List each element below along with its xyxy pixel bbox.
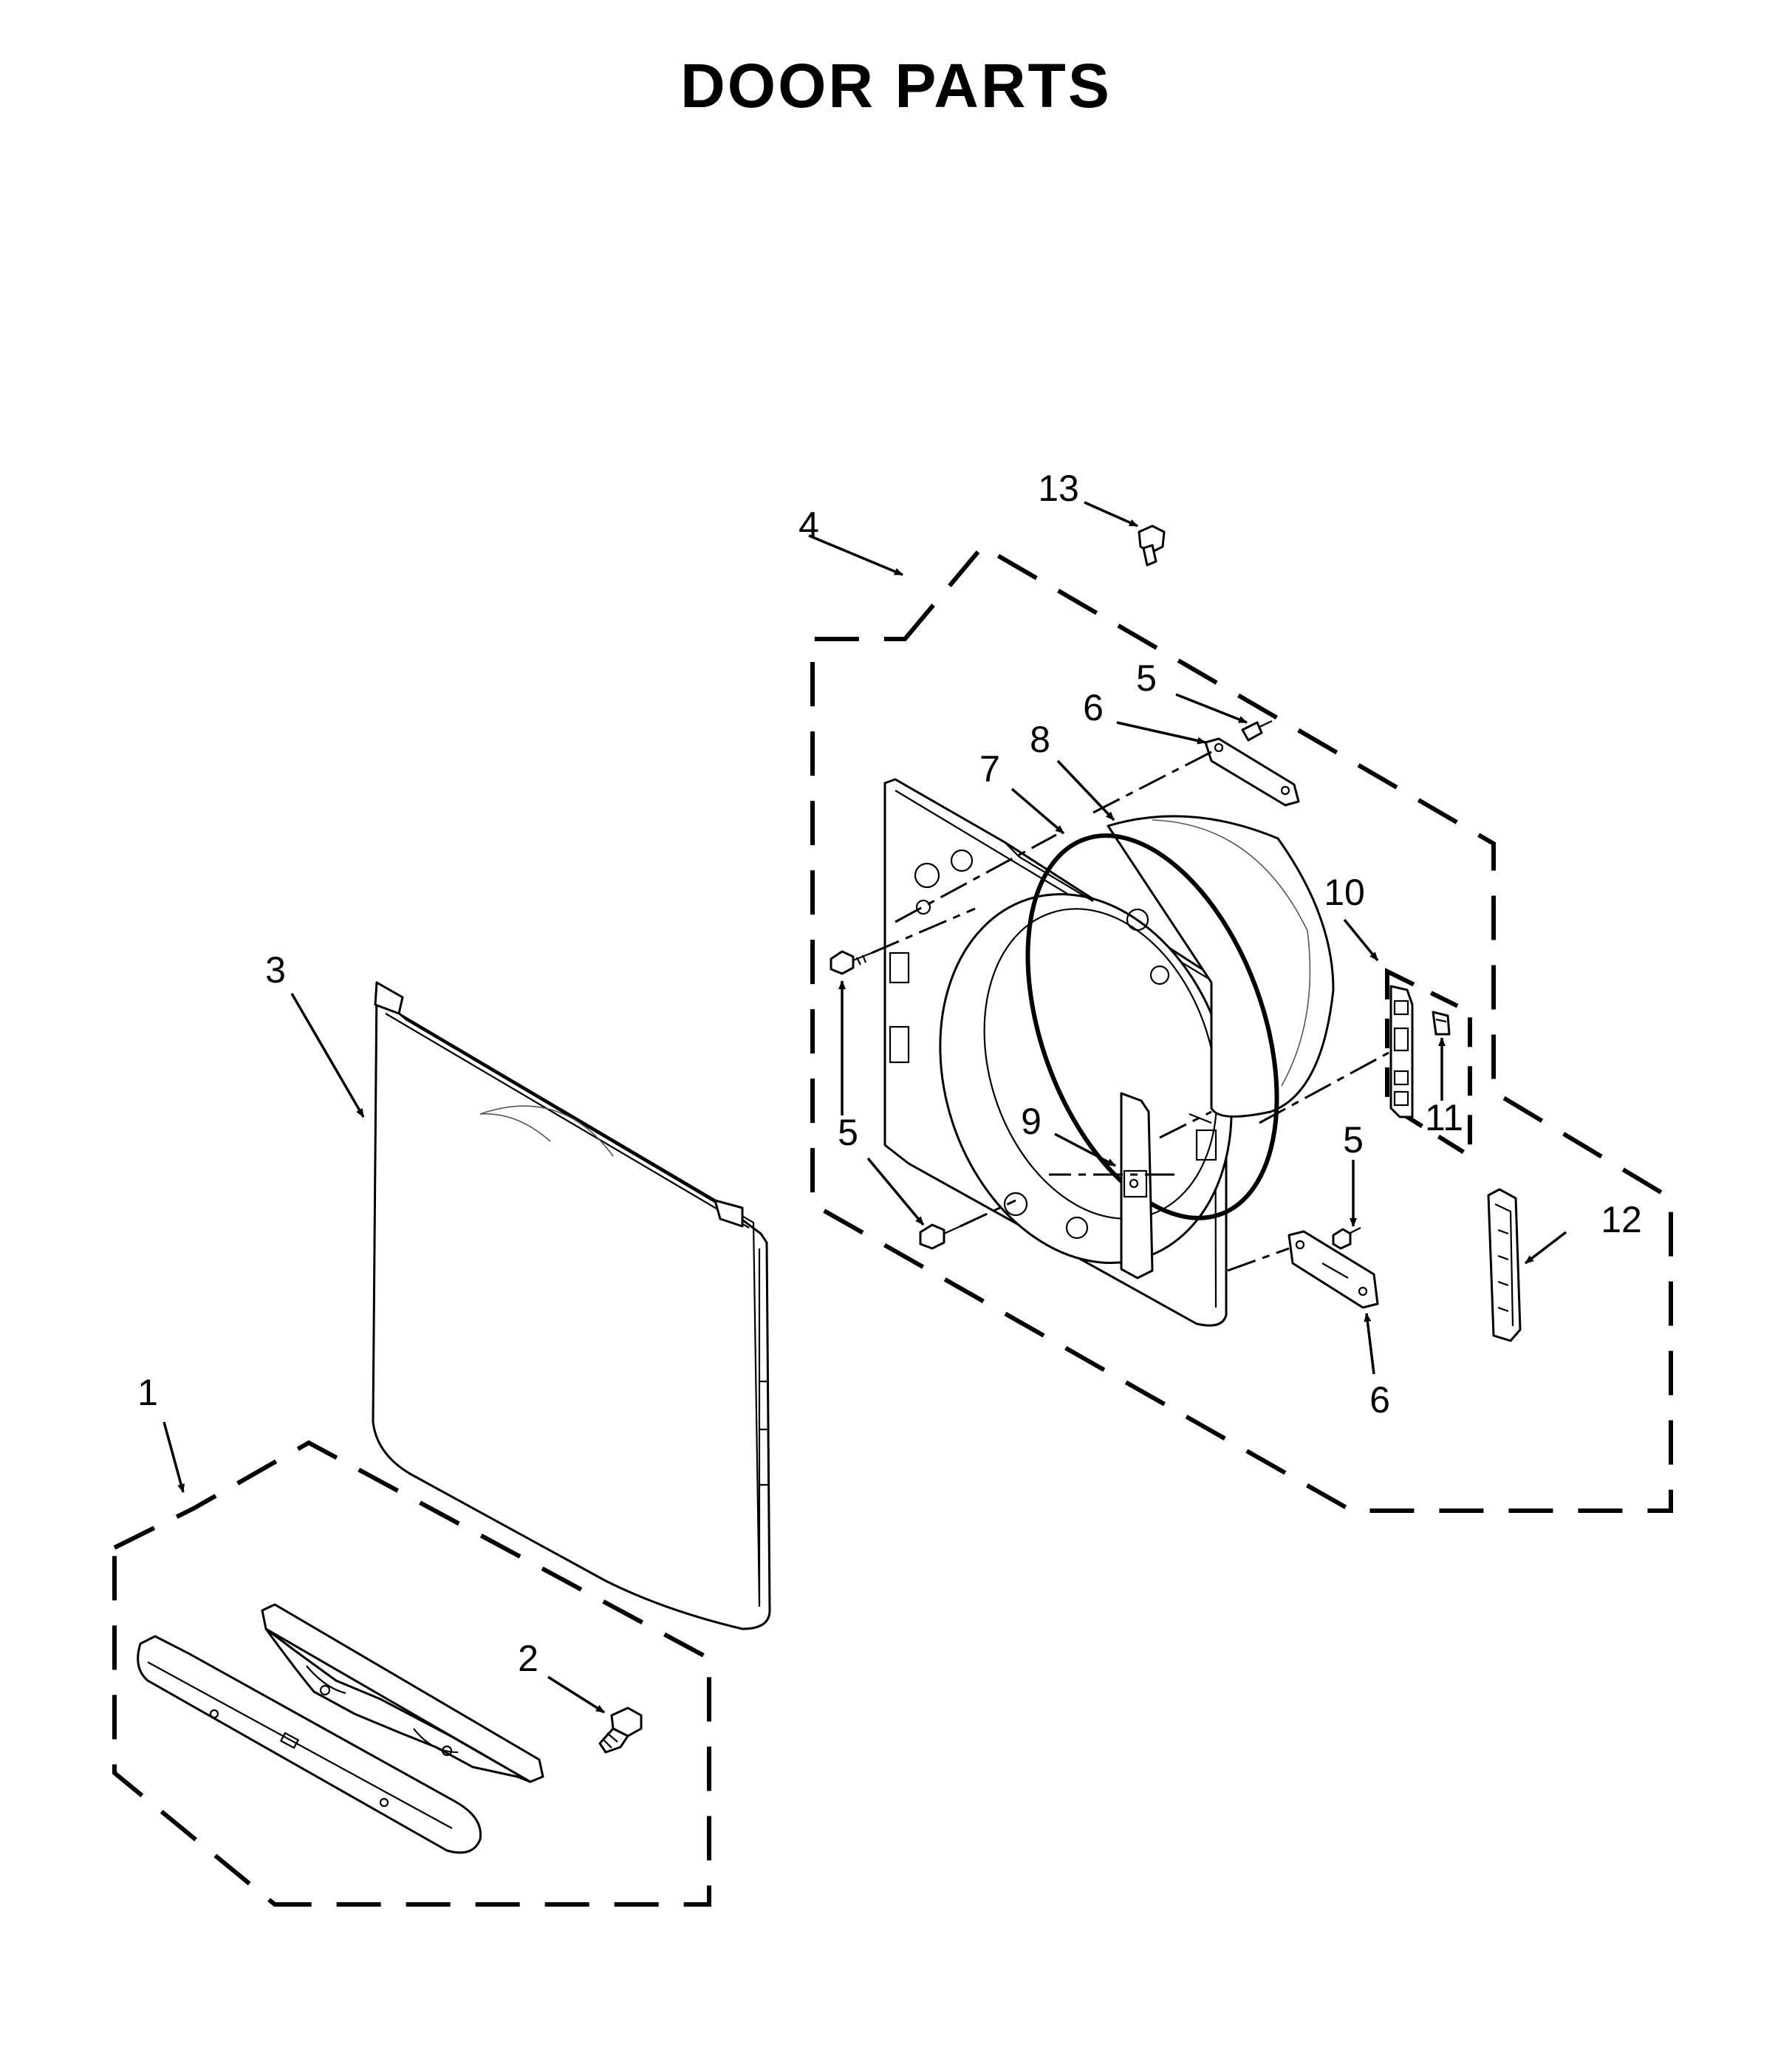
assembly-line-lower-hinge xyxy=(1227,1247,1290,1272)
upper-hinge-part xyxy=(1204,737,1300,807)
screw-lower-left xyxy=(919,1223,961,1250)
handle-trim-part xyxy=(137,1635,482,1854)
assembly-line-left-screw xyxy=(871,907,976,954)
handle-base-part xyxy=(261,1603,544,1783)
group-10-dashed-outline xyxy=(1385,968,1472,1161)
callout-5-upper: 5 xyxy=(1136,657,1157,699)
callout-3: 3 xyxy=(265,949,286,991)
assembly-line-upper-hinge xyxy=(895,751,1212,923)
screw-upper-right xyxy=(1241,720,1273,742)
door-latch-part xyxy=(1120,1092,1154,1279)
handle-screw-part xyxy=(598,1706,643,1754)
callout-1: 1 xyxy=(137,1372,158,1413)
assembly-line-lower-screw xyxy=(960,1199,1016,1228)
lower-hinge-part xyxy=(1287,1230,1379,1309)
door-panel-part xyxy=(372,981,771,1630)
callout-5-left: 5 xyxy=(838,1112,858,1153)
push-pin-part xyxy=(1138,524,1166,567)
callout-2: 2 xyxy=(518,1638,538,1679)
hinge-cover-part xyxy=(1487,1188,1522,1342)
leader-arrows xyxy=(163,501,1567,1714)
door-frame-part xyxy=(883,778,1233,1327)
assembly-line-hinge-plate xyxy=(1259,1051,1389,1124)
door-boot-part xyxy=(1107,815,1335,1118)
hinge-plate-part xyxy=(1389,985,1414,1118)
callout-8: 8 xyxy=(1030,719,1050,760)
door-gasket-part xyxy=(1025,833,1279,1220)
callout-12: 12 xyxy=(1601,1199,1642,1240)
callout-11: 11 xyxy=(1425,1097,1463,1138)
screw-lower-right xyxy=(1332,1227,1361,1250)
callout-6-lower: 6 xyxy=(1369,1379,1390,1421)
callout-7: 7 xyxy=(979,748,1000,790)
screw-left xyxy=(830,950,872,975)
group-4-dashed-outline xyxy=(810,544,1673,1513)
callout-5-right: 5 xyxy=(1343,1119,1364,1161)
callout-13: 13 xyxy=(1038,468,1079,509)
clip-part xyxy=(1432,1011,1451,1036)
callout-6-upper: 6 xyxy=(1083,687,1104,728)
callout-4: 4 xyxy=(798,505,819,546)
group-1-dashed-outline xyxy=(112,1440,711,1907)
page-title: DOOR PARTS xyxy=(680,51,1112,120)
callout-10: 10 xyxy=(1324,872,1365,913)
assembly-line-latch xyxy=(1159,1110,1212,1139)
callout-9: 9 xyxy=(1021,1101,1042,1142)
